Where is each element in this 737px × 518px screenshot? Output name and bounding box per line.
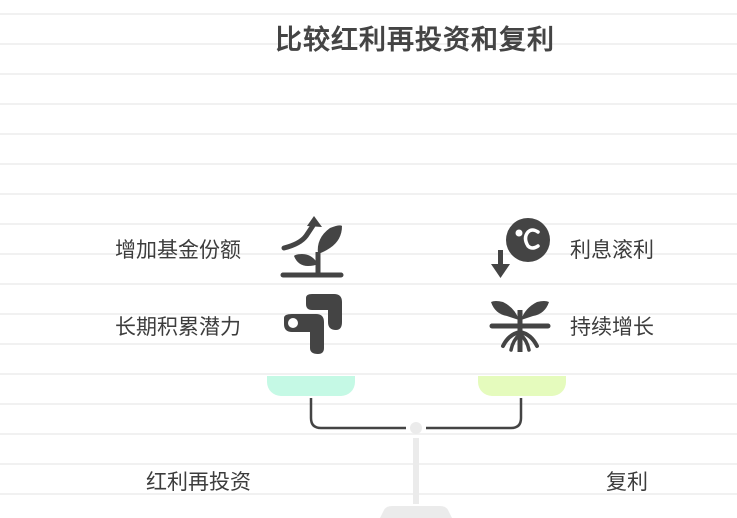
right-side-title: 复利 bbox=[606, 470, 648, 494]
right-item-label-2: 持续增长 bbox=[570, 315, 654, 339]
left-item-label-1: 增加基金份额 bbox=[115, 238, 241, 262]
page-title: 比较红利再投资和复利 bbox=[275, 25, 555, 56]
sprout-roots-icon bbox=[489, 301, 551, 352]
right-item-label-1: 利息滚利 bbox=[570, 238, 654, 262]
growing-plant-arrow-icon bbox=[280, 216, 344, 278]
balance-scale-beam bbox=[309, 398, 523, 518]
left-scale-pan bbox=[267, 376, 355, 396]
stacked-blocks-icon bbox=[284, 294, 342, 354]
coin-down-arrow-icon bbox=[491, 218, 550, 278]
right-scale-pan bbox=[478, 376, 566, 396]
left-item-label-2: 长期积累潜力 bbox=[115, 315, 241, 339]
left-side-title: 红利再投资 bbox=[146, 470, 251, 494]
